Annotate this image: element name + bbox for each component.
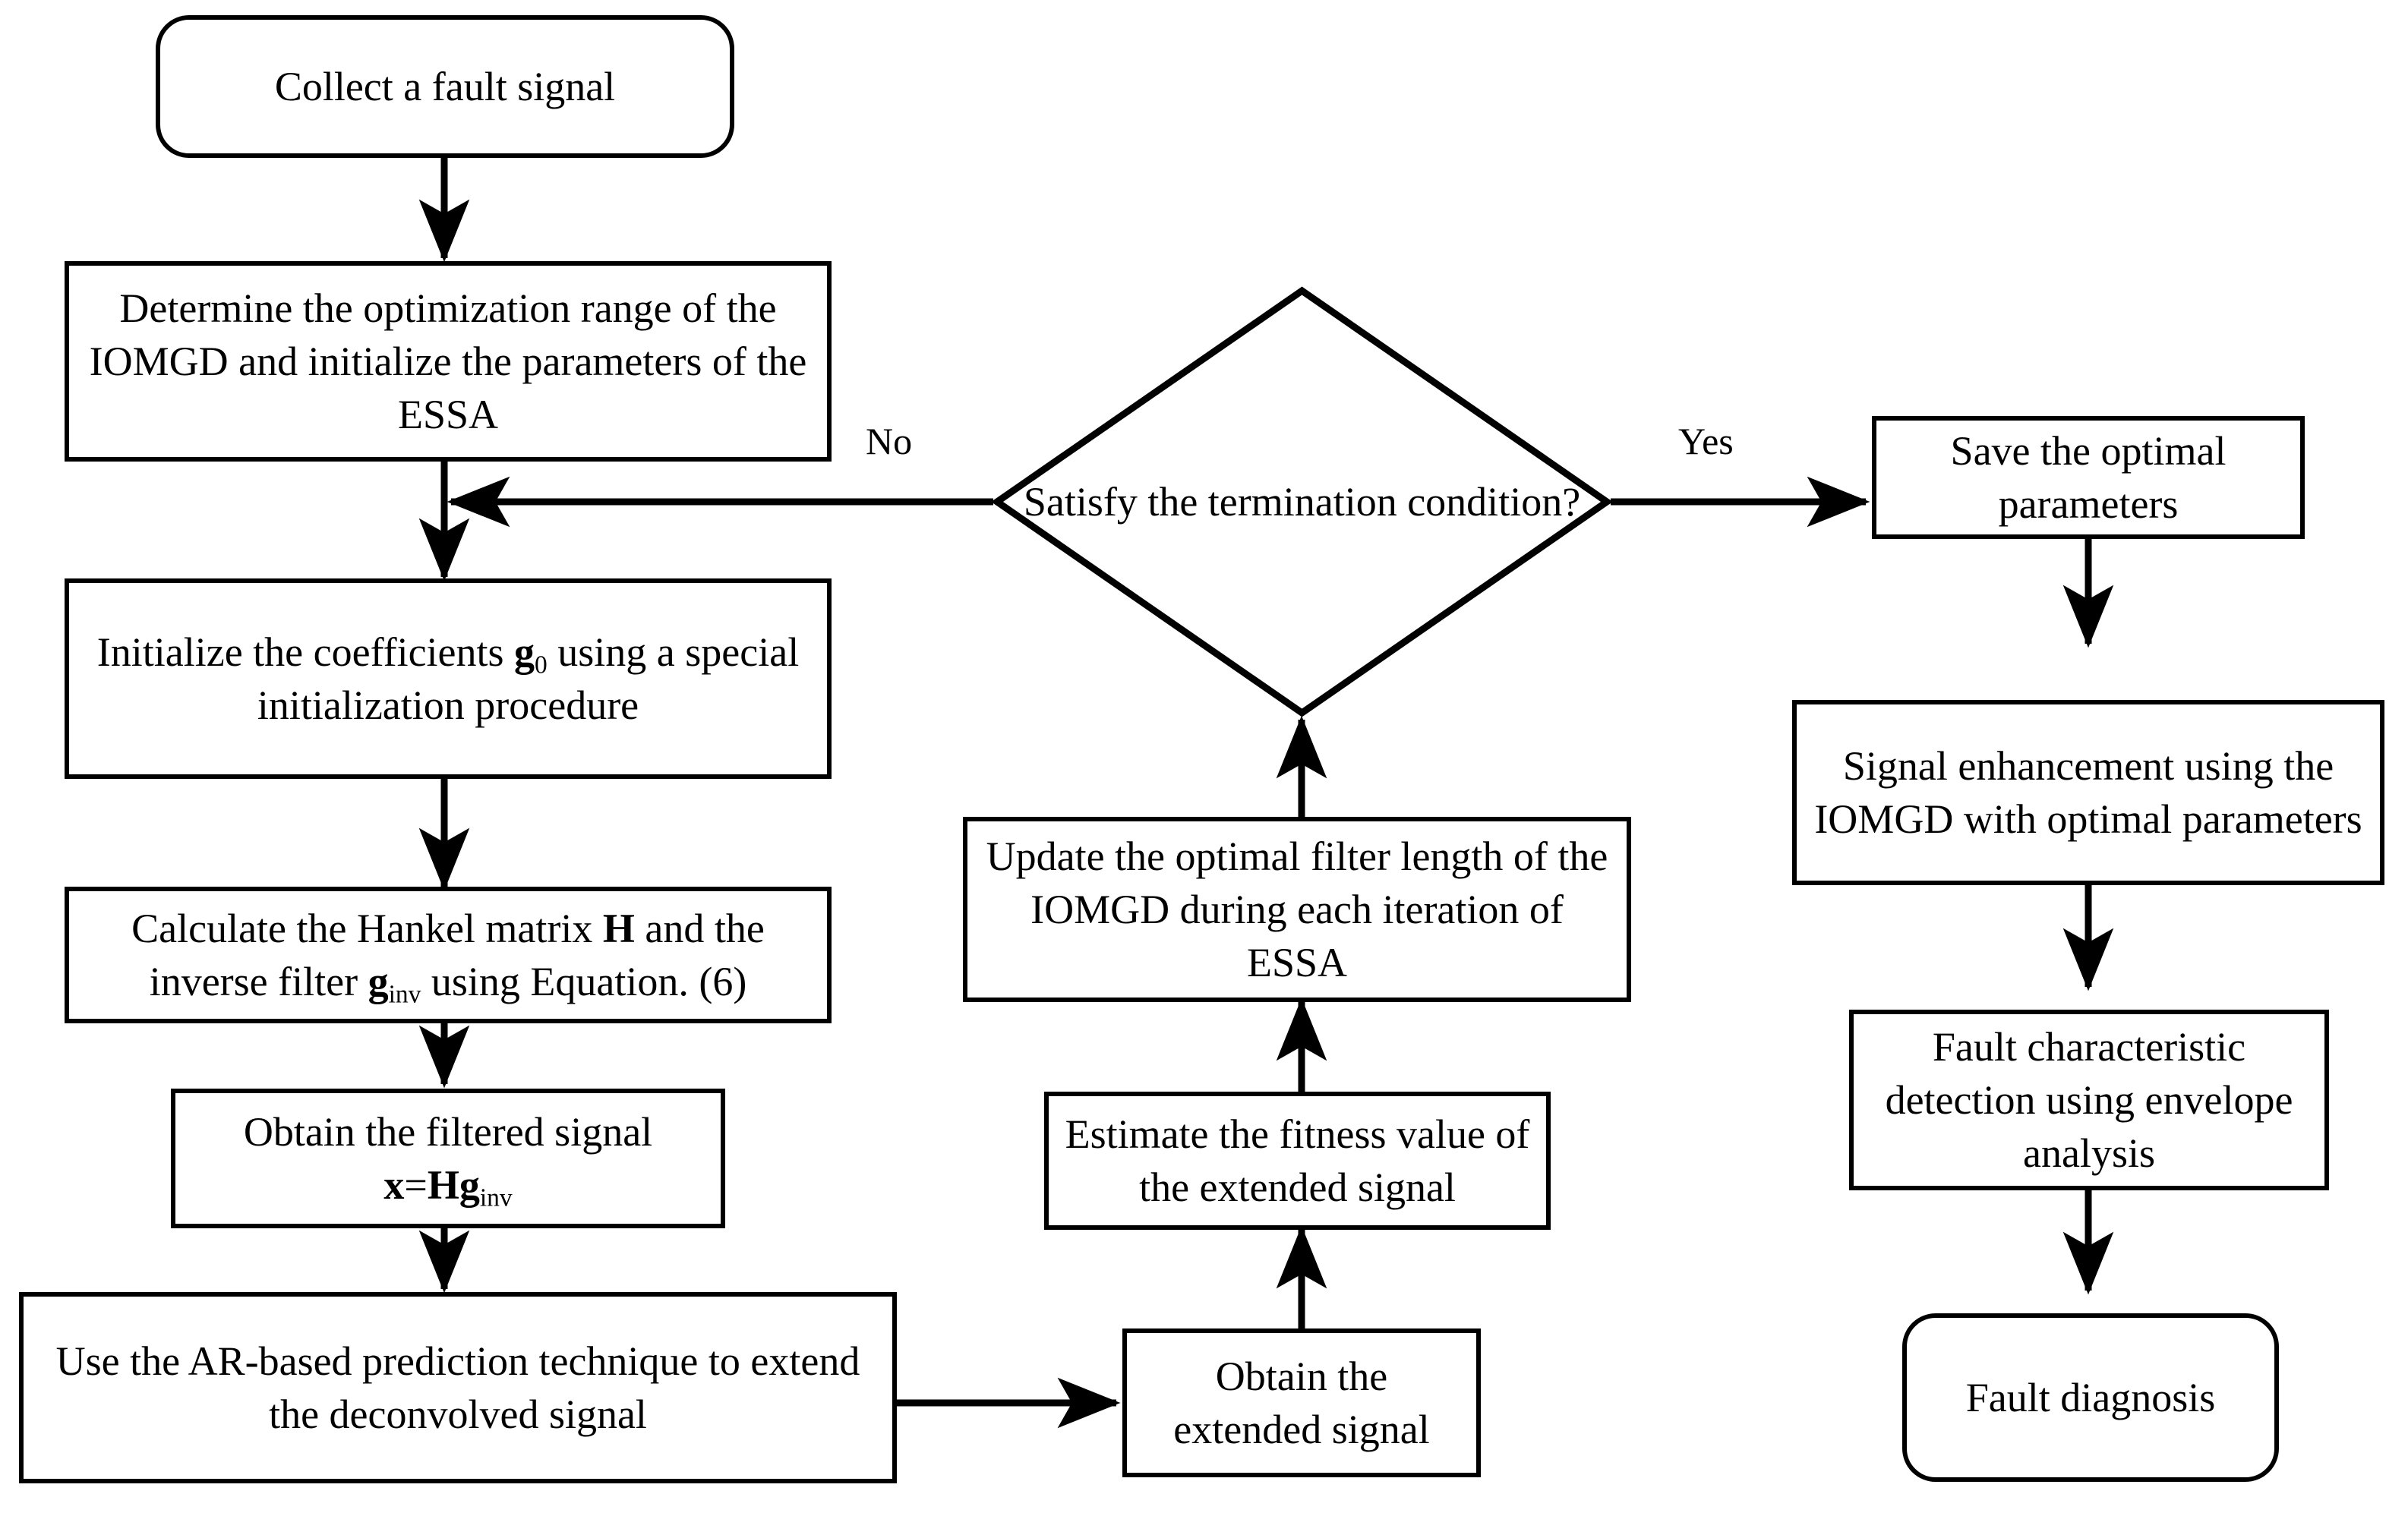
node-estimate-fitness-value[interactable]: Estimate the fitness value of the extend… bbox=[1044, 1092, 1551, 1230]
node-termination-condition[interactable]: Satisfy the termination condition? bbox=[991, 286, 1613, 717]
node-save-optimal-parameters-label: Save the optimal parameters bbox=[1950, 427, 2227, 527]
node-update-filter-length[interactable]: Update the optimal filter length of the … bbox=[963, 817, 1631, 1002]
node-fault-diagnosis[interactable]: Fault diagnosis bbox=[1902, 1313, 2279, 1482]
node-estimate-fitness-value-label: Estimate the fitness value of the extend… bbox=[1065, 1111, 1530, 1210]
node-determine-optimization-range[interactable]: Determine the optimization range of the … bbox=[65, 261, 832, 462]
node-ar-based-prediction[interactable]: Use the AR-based prediction technique to… bbox=[19, 1292, 897, 1483]
node-obtain-extended-signal[interactable]: Obtain the extended signal bbox=[1122, 1328, 1481, 1477]
node-update-filter-length-label: Update the optimal filter length of the … bbox=[986, 833, 1608, 986]
node-obtain-extended-signal-label: Obtain the extended signal bbox=[1173, 1353, 1430, 1452]
node-save-optimal-parameters[interactable]: Save the optimal parameters bbox=[1872, 416, 2305, 539]
node-fault-characteristic-detection-label: Fault characteristic detection using env… bbox=[1885, 1023, 2293, 1177]
node-collect-fault-signal[interactable]: Collect a fault signal bbox=[156, 15, 734, 158]
node-fault-characteristic-detection[interactable]: Fault characteristic detection using env… bbox=[1849, 1010, 2329, 1190]
node-obtain-filtered-signal-label: Obtain the filtered signal x=Hginv bbox=[243, 1108, 653, 1212]
node-initialize-coefficients[interactable]: Initialize the coefficients g0 using a s… bbox=[65, 578, 832, 779]
node-signal-enhancement[interactable]: Signal enhancement using the IOMGD with … bbox=[1792, 700, 2384, 885]
edge-label-yes: Yes bbox=[1678, 420, 1734, 462]
node-ar-based-prediction-label: Use the AR-based prediction technique to… bbox=[55, 1338, 860, 1437]
node-initialize-coefficients-label: Initialize the coefficients g0 using a s… bbox=[96, 629, 800, 728]
node-calculate-hankel-matrix[interactable]: Calculate the Hankel matrix H and the in… bbox=[65, 887, 832, 1023]
node-determine-optimization-range-label: Determine the optimization range of the … bbox=[89, 285, 807, 438]
edge-label-no: No bbox=[866, 420, 913, 462]
node-calculate-hankel-matrix-label: Calculate the Hankel matrix H and the in… bbox=[131, 905, 765, 1009]
node-collect-fault-signal-label: Collect a fault signal bbox=[274, 63, 616, 109]
decision-diamond-shape bbox=[991, 286, 1613, 717]
node-signal-enhancement-label: Signal enhancement using the IOMGD with … bbox=[1814, 742, 2362, 842]
node-fault-diagnosis-label: Fault diagnosis bbox=[1965, 1374, 2216, 1420]
node-obtain-filtered-signal[interactable]: Obtain the filtered signal x=Hginv bbox=[171, 1089, 725, 1228]
